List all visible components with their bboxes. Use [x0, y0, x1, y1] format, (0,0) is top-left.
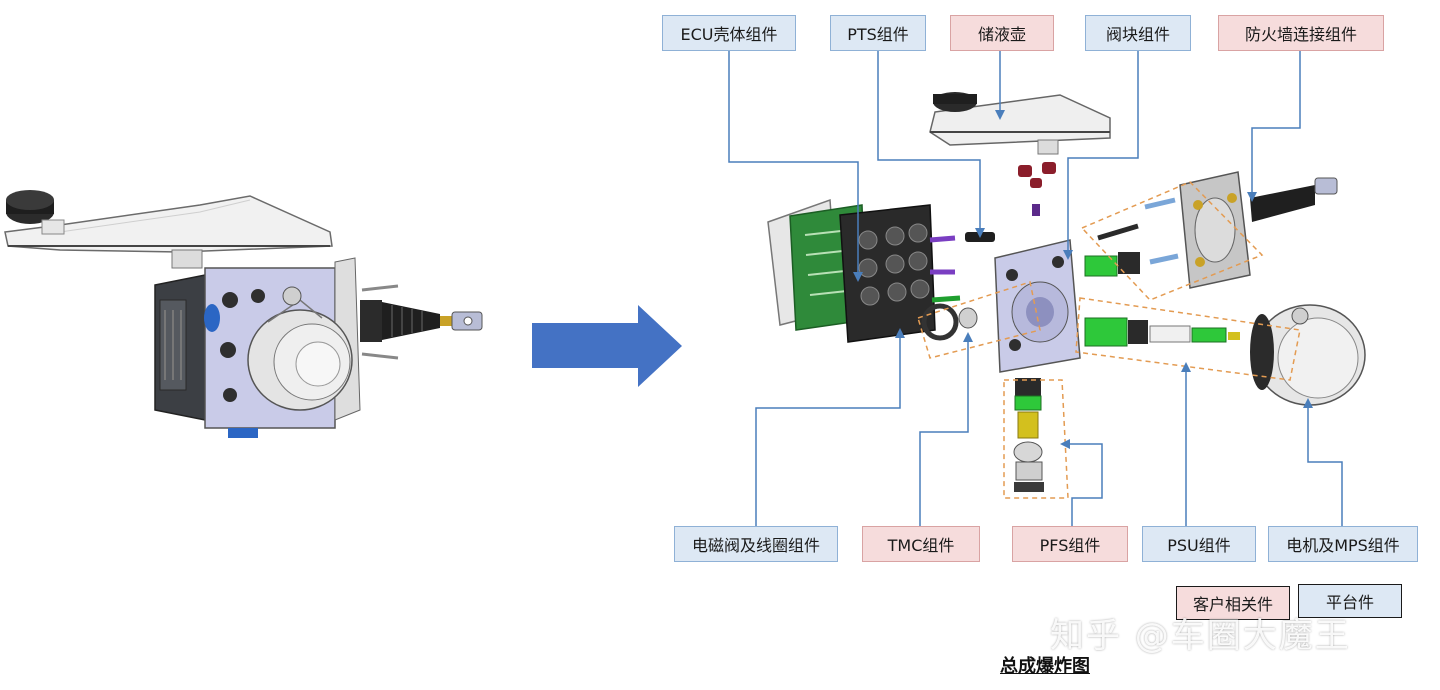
label-solenoid: 电磁阀及线圈组件 [674, 526, 838, 562]
label-pts: PTS组件 [830, 15, 926, 51]
assembled-unit [4, 190, 483, 438]
watermark: 知乎 @车圈大魔王 [1050, 616, 1351, 656]
legend-platform: 平台件 [1298, 584, 1402, 618]
label-reservoir: 储液壶 [950, 15, 1054, 51]
label-firewall: 防火墙连接组件 [1218, 15, 1384, 51]
label-psu: PSU组件 [1142, 526, 1256, 562]
exploded-parts [767, 92, 1366, 492]
label-ecu-housing: ECU壳体组件 [662, 15, 796, 51]
label-valve-block: 阀块组件 [1085, 15, 1191, 51]
leader-lines [728, 50, 1343, 528]
label-motor-mps: 电机及MPS组件 [1268, 526, 1418, 562]
transition-arrow [532, 305, 682, 387]
label-tmc: TMC组件 [862, 526, 980, 562]
group-outlines [917, 181, 1301, 499]
label-pfs: PFS组件 [1012, 526, 1128, 562]
diagram-caption: 总成爆炸图 [1000, 656, 1090, 677]
legend-customer: 客户相关件 [1176, 586, 1290, 620]
leader-arrowheads [853, 110, 1313, 449]
